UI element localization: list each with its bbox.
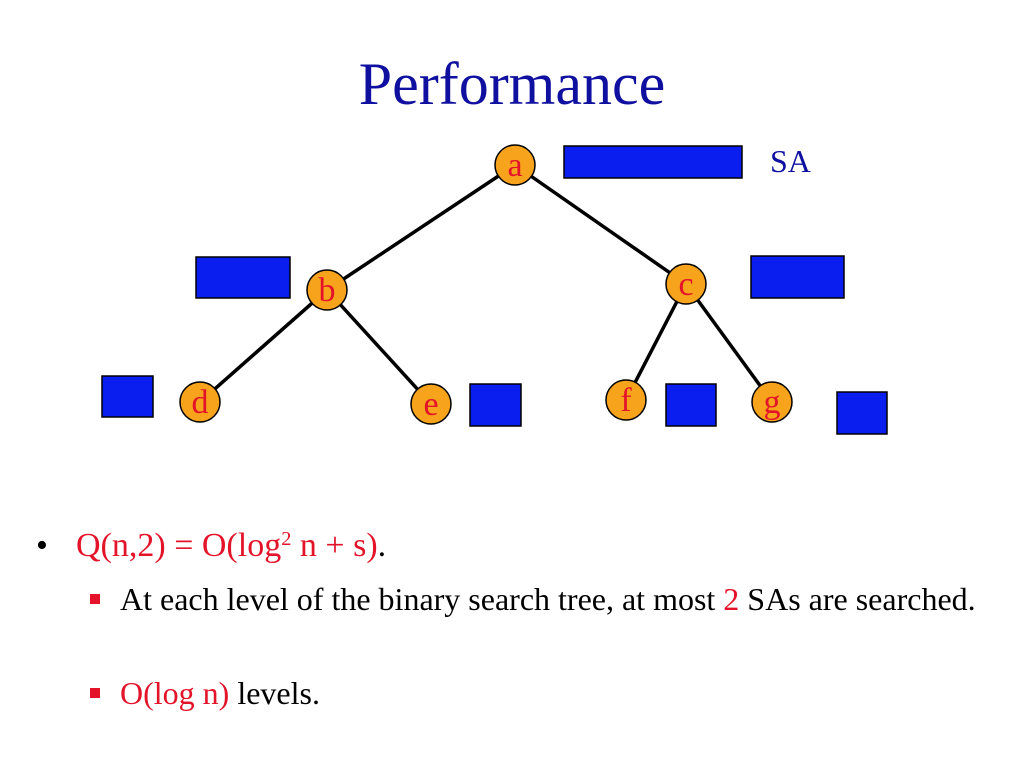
bullet-main-text: Q(n,2) = O(log2 n + s). — [76, 526, 386, 566]
tree-node-circle — [665, 263, 707, 305]
sa-block-c — [750, 255, 845, 299]
sa-block-f — [665, 383, 717, 427]
tree-edge-c-f — [624, 283, 688, 401]
tree-edge-a-c — [514, 163, 687, 286]
sub-bullet-emphasis: 2 — [723, 581, 740, 617]
sa-block-d — [101, 375, 154, 418]
formula-prefix: Q(n,2) = O(log — [76, 527, 282, 564]
tree-node-circle — [751, 381, 793, 423]
bullet-marker: • — [36, 527, 48, 564]
sa-blocks — [101, 145, 888, 435]
tree-node-d: d — [179, 381, 221, 423]
tree-node-circle — [605, 379, 647, 421]
tree-node-label: d — [192, 384, 209, 421]
tree-node-label: a — [507, 147, 522, 184]
tree-node-circle — [410, 383, 452, 425]
formula-suffix: n + s) — [291, 527, 378, 564]
square-bullet-icon — [90, 594, 100, 604]
tree-node-label: f — [620, 382, 632, 419]
sub-bullet-emphasis: O(log n) — [120, 675, 230, 711]
tree-edge-a-b — [326, 163, 516, 292]
sub-bullet-text-part: levels. — [229, 675, 320, 711]
complexity-formula: Q(n,2) = O(log2 n + s) — [76, 527, 378, 564]
tree-nodes: a b c d e f g — [179, 144, 793, 425]
tree-node-a: a — [494, 144, 536, 186]
tree-node-label: c — [678, 266, 693, 303]
tree-node-c: c — [665, 263, 707, 305]
formula-period: . — [377, 527, 387, 564]
tree-edge-b-d — [198, 288, 329, 404]
sub-bullet-text-part: SAs are searched. — [739, 581, 976, 617]
sub-bullet-text-part: At each level of the binary search tree,… — [120, 581, 724, 617]
sa-block-e — [469, 383, 522, 427]
sa-block-b — [195, 256, 291, 299]
sub-bullet-text: At each level of the binary search tree,… — [120, 580, 980, 618]
page-title: Performance — [358, 51, 666, 117]
square-bullet-icon — [90, 688, 100, 698]
tree-edges — [198, 163, 774, 406]
tree-edge-b-e — [325, 288, 433, 406]
tree-node-circle — [179, 381, 221, 423]
formula-exponent: 2 — [281, 527, 292, 550]
sa-block-a — [563, 145, 743, 179]
tree-node-g: g — [751, 381, 793, 423]
tree-edge-c-g — [684, 282, 774, 404]
tree-node-b: b — [306, 269, 348, 311]
tree-node-f: f — [605, 379, 647, 421]
sa-block-g — [836, 391, 888, 435]
binary-tree-diagram: a b c d e f g SA — [101, 143, 888, 435]
tree-node-label: e — [423, 386, 438, 423]
tree-node-label: b — [319, 272, 336, 309]
sa-label: SA — [770, 143, 811, 179]
tree-node-e: e — [410, 383, 452, 425]
tree-node-label: g — [764, 384, 781, 421]
sub-bullet-text: O(log n) levels. — [120, 674, 980, 712]
tree-node-circle — [306, 269, 348, 311]
tree-node-circle — [494, 144, 536, 186]
